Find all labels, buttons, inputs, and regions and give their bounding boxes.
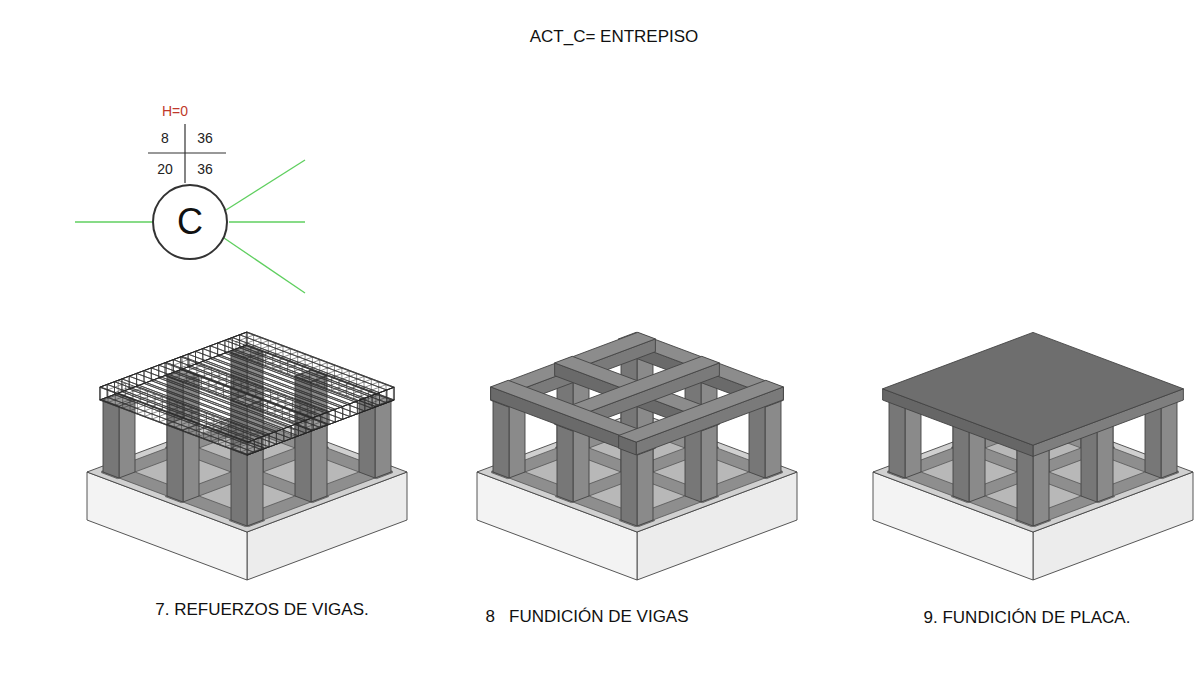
step-caption: 7. REFUERZOS DE VIGAS. [155, 601, 369, 620]
table-line [148, 152, 226, 153]
step-caption: 9. FUNDICIÓN DE PLACA. [924, 609, 1131, 628]
face [883, 332, 1184, 445]
beam-rebar-cage [100, 332, 394, 455]
face [103, 400, 119, 478]
face [1017, 448, 1033, 526]
face [889, 400, 905, 478]
face [231, 448, 247, 526]
stirrup [107, 384, 254, 452]
stirrup [100, 387, 247, 455]
green-line [229, 221, 305, 222]
floor-slab [883, 332, 1184, 456]
face [621, 448, 637, 526]
face [1161, 400, 1177, 478]
structure-figures [87, 332, 1193, 580]
green-line [226, 160, 305, 210]
face [619, 380, 784, 442]
beam [491, 380, 656, 455]
face [701, 424, 717, 502]
table-cell: 8 [161, 131, 169, 146]
stirrup [368, 385, 386, 404]
green-line [224, 238, 305, 293]
structure-step [873, 332, 1193, 580]
face [953, 424, 969, 502]
face [557, 424, 573, 502]
beam-rebar-cage [100, 332, 394, 455]
face [167, 424, 183, 502]
table-cross [148, 124, 226, 183]
height-label: H=0 [162, 104, 188, 119]
face [1097, 424, 1113, 502]
table-cell: 36 [197, 131, 213, 146]
face [1033, 448, 1049, 526]
table-cell: 20 [157, 162, 173, 177]
title: ACT_C= ENTREPISO [530, 28, 699, 47]
table-cell: 36 [197, 162, 213, 177]
face [493, 400, 509, 478]
face [311, 424, 327, 502]
structure-step [87, 332, 407, 580]
face [637, 448, 653, 526]
face [375, 400, 391, 478]
step-caption: 8 FUNDICIÓN DE VIGAS [485, 608, 688, 627]
face [359, 400, 375, 478]
structure-step [477, 332, 797, 580]
beam-rebar-cage [101, 380, 266, 455]
face [247, 448, 263, 526]
axis-lines [75, 160, 305, 293]
axis-letter: C [177, 204, 203, 240]
beam [619, 380, 784, 455]
green-line [75, 221, 152, 222]
beam-rebar-cage [100, 332, 394, 455]
face [765, 400, 781, 478]
grid-axis-circle: C [152, 184, 228, 260]
